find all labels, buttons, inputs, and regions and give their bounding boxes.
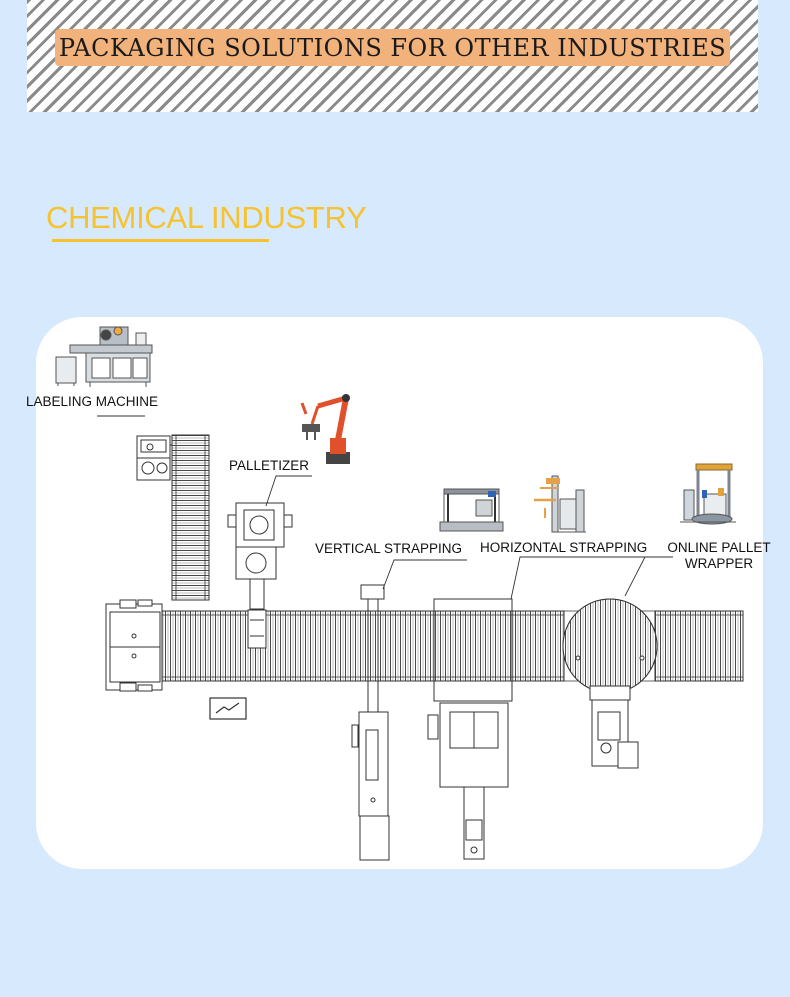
header-banner: PACKAGING SOLUTIONS FOR OTHER INDUSTRIES (27, 0, 758, 112)
horizontal-strapping-plan (427, 598, 513, 860)
online-pallet-wrapper-label-line1: ONLINE PALLET (667, 540, 771, 555)
vertical-strapping-label: VERTICAL STRAPPING (315, 541, 463, 556)
section-title: CHEMICAL INDUSTRY (46, 200, 367, 235)
palletizer-plan (227, 502, 293, 649)
labeling-machine-image (55, 326, 153, 387)
palletizer-robot-image (300, 394, 350, 464)
online-pallet-wrapper-label-line2: WRAPPER (684, 556, 754, 571)
vertical-strapping-plan (351, 584, 390, 861)
horizontal-strapping-image (439, 488, 504, 532)
vertical-strapping-image (534, 475, 586, 533)
pallet-turntable (105, 599, 163, 692)
infeed-roller-conveyor (171, 434, 210, 601)
labeling-machine-plan (136, 435, 172, 481)
banner-title: PACKAGING SOLUTIONS FOR OTHER INDUSTRIES (27, 29, 758, 66)
labeling-machine-label: LABELING MACHINE (26, 394, 159, 409)
banner-title-text: PACKAGING SOLUTIONS FOR OTHER INDUSTRIES (54, 29, 731, 66)
section-underline (52, 239, 269, 242)
control-panel-icon (209, 697, 247, 720)
layout-diagram-card (36, 317, 763, 869)
palletizer-label: PALLETIZER (229, 458, 310, 473)
horizontal-strapping-label: HORIZONTAL STRAPPING (480, 540, 648, 555)
pallet-wrapper-plan (562, 598, 658, 769)
pallet-wrapper-image (680, 463, 736, 525)
online-pallet-wrapper-label: ONLINE PALLET WRAPPER (662, 540, 776, 572)
main-roller-conveyor (159, 610, 744, 682)
label-leader-lines (97, 415, 673, 600)
